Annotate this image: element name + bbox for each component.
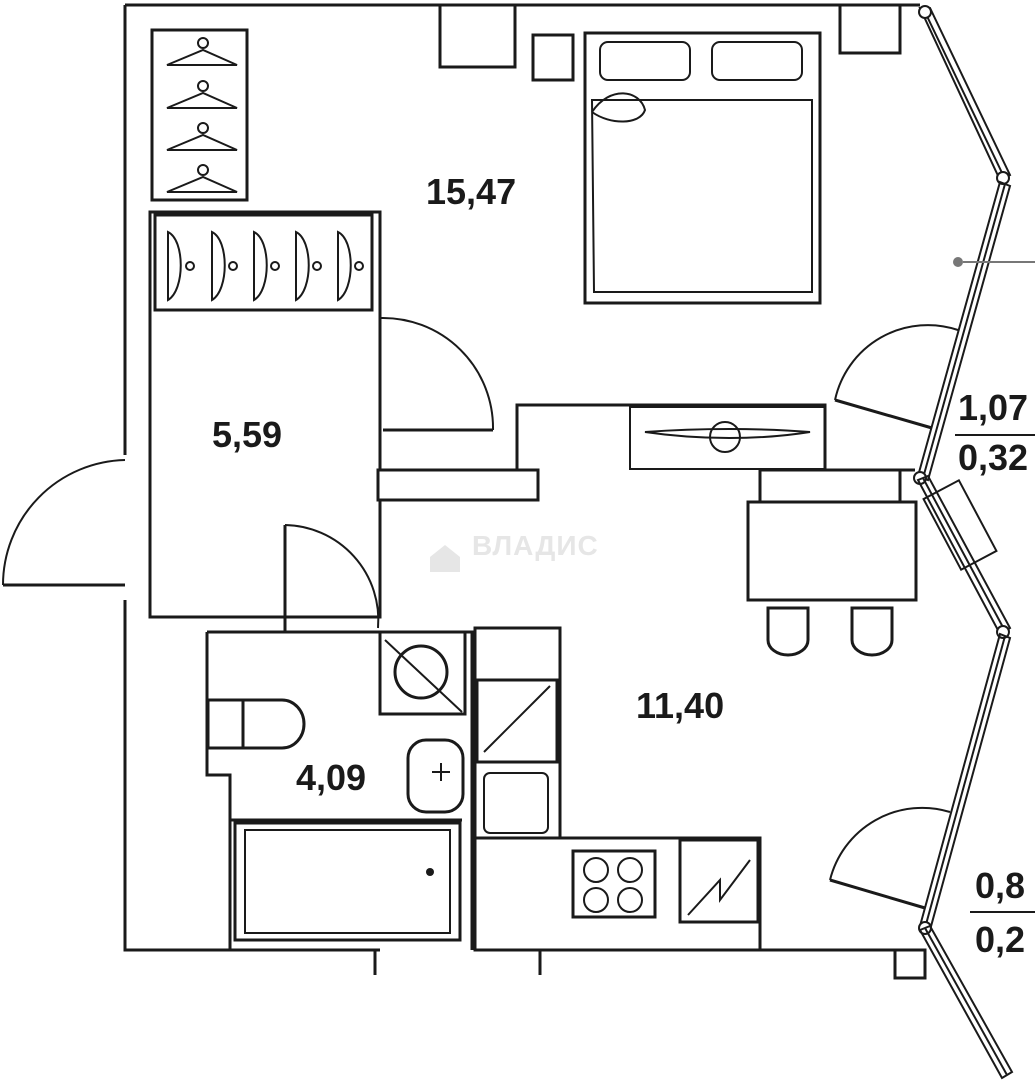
balcony-top-area-label: 1,07 (958, 387, 1028, 428)
kitchen-unit (473, 626, 762, 952)
tv-icon (644, 421, 811, 453)
watermark: ВЛАДИС (430, 530, 599, 572)
bathroom-area-label: 4,09 (296, 757, 366, 798)
toilet-icon (206, 698, 306, 750)
hall-walls (148, 210, 382, 619)
hall-area-label: 5,59 (212, 414, 282, 455)
kitchen-area-label: 11,40 (636, 685, 724, 726)
bed (583, 31, 822, 305)
washing-machine-icon (378, 630, 467, 716)
bathtub-icon (233, 821, 462, 942)
stove-icon (571, 849, 657, 919)
right-facade (913, 5, 1035, 1080)
top-window-piers (438, 3, 902, 82)
balcony-bottom-area-label-2: 0,2 (975, 919, 1025, 960)
entrance-door[interactable] (2, 459, 126, 587)
bathroom-door[interactable] (283, 524, 380, 632)
fridge-icon (678, 838, 760, 924)
hanger-icon (166, 37, 238, 193)
wardrobe (150, 28, 249, 202)
bedroom-door[interactable] (379, 316, 495, 432)
bedroom-area-label: 15,47 (426, 171, 516, 212)
balcony-door-top[interactable] (834, 324, 959, 430)
watermark-text: ВЛАДИС (472, 530, 599, 561)
hanger-rail-icon (167, 230, 364, 302)
dining-table (746, 468, 918, 602)
balcony-bottom-area-label: 0,8 (975, 865, 1025, 906)
chair-icon (766, 606, 894, 657)
bottom-wall-piers (373, 948, 927, 980)
sink-icon (406, 738, 465, 814)
balcony-top-area-label-2: 0,32 (958, 437, 1028, 478)
partition-wall (376, 403, 915, 502)
balcony-door-bottom[interactable] (829, 806, 951, 910)
